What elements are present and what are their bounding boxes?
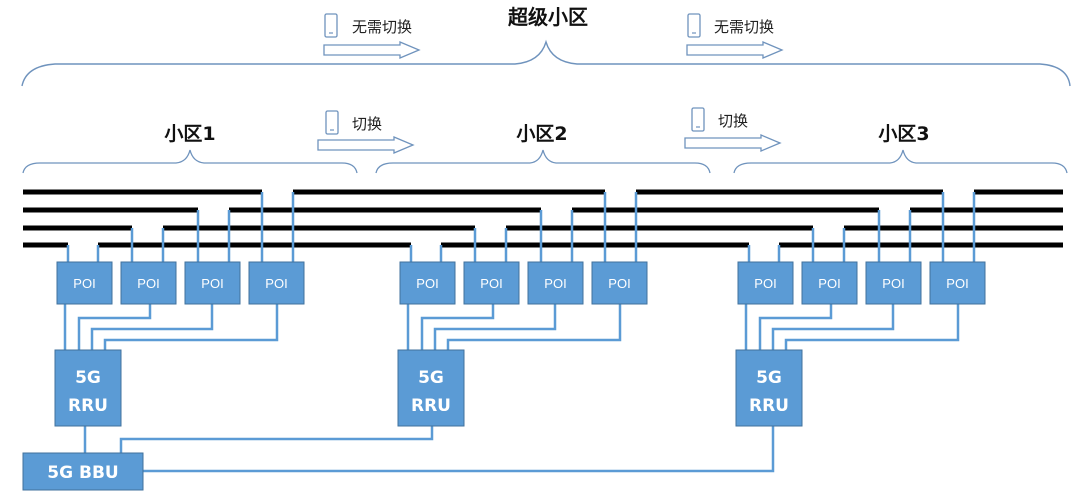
rru-box-rect xyxy=(397,349,465,427)
cell-2-title: 小区2 xyxy=(516,123,567,145)
poi-box-rect xyxy=(184,261,241,305)
poi-box-rect xyxy=(463,261,520,305)
links xyxy=(63,192,976,473)
poi-label: POI xyxy=(265,276,287,291)
poi-rru-link xyxy=(77,304,152,350)
poi-label: POI xyxy=(818,276,840,291)
poi-label: POI xyxy=(882,276,904,291)
rru-box: 5G RRU xyxy=(397,349,465,427)
rru-label-line2: RRU xyxy=(749,396,789,416)
super-cell-brace xyxy=(21,39,1071,87)
poi-rru-link xyxy=(433,304,557,350)
poi-box: POI xyxy=(120,261,177,305)
poi-label: POI xyxy=(946,276,968,291)
super-transition-1: 无需切换 xyxy=(323,13,421,59)
poi-box-rect xyxy=(801,261,858,305)
rru-box: 5G RRU xyxy=(735,349,803,427)
rru-label-line1: 5G xyxy=(75,368,101,388)
cell-3-title: 小区3 xyxy=(878,123,929,145)
phone-icon xyxy=(324,13,338,38)
transition-label: 无需切换 xyxy=(352,18,412,36)
bbu-box: 5G BBU xyxy=(22,452,144,491)
transition-label: 切换 xyxy=(718,112,748,130)
poi-box: POI xyxy=(248,261,305,305)
poi-box-rect xyxy=(56,261,113,305)
rru-box-rect xyxy=(735,349,803,427)
poi-box: POI xyxy=(56,261,113,305)
poi-box: POI xyxy=(591,261,648,305)
poi-label: POI xyxy=(137,276,159,291)
transition-label: 切换 xyxy=(352,115,382,133)
rru-bbu-link xyxy=(119,426,434,453)
cables xyxy=(23,189,1063,248)
poi-rru-link xyxy=(771,304,895,350)
poi-box-rect xyxy=(399,261,456,305)
poi-label: POI xyxy=(480,276,502,291)
super-cell-title: 超级小区 xyxy=(507,5,588,29)
phone-icon xyxy=(325,110,339,135)
poi-rru-link xyxy=(90,304,214,350)
poi-box-rect xyxy=(737,261,794,305)
poi-box: POI xyxy=(184,261,241,305)
cell-transition-2: 切换 xyxy=(684,107,782,152)
arrow-right-icon xyxy=(686,41,784,59)
transition-label: 无需切换 xyxy=(714,18,774,36)
cell-3-brace xyxy=(733,149,1068,174)
poi-box: POI xyxy=(801,261,858,305)
poi-label: POI xyxy=(201,276,223,291)
cell-1-title: 小区1 xyxy=(164,123,215,145)
rru-box-rect xyxy=(54,349,122,427)
poi-box-rect xyxy=(591,261,648,305)
arrow-right-icon xyxy=(317,136,415,154)
arrow-right-icon xyxy=(684,134,782,152)
poi-box-rect xyxy=(527,261,584,305)
poi-label: POI xyxy=(73,276,95,291)
poi-label: POI xyxy=(416,276,438,291)
poi-box-rect xyxy=(120,261,177,305)
poi-rru-link xyxy=(420,304,495,350)
poi-label: POI xyxy=(754,276,776,291)
phone-icon xyxy=(691,107,705,132)
cell-transition-1: 切换 xyxy=(317,110,415,154)
rru-label-line1: 5G xyxy=(756,368,782,388)
arrow-right-icon xyxy=(323,41,421,59)
rru-label-line2: RRU xyxy=(68,396,108,416)
poi-box-rect xyxy=(248,261,305,305)
poi-rru-link xyxy=(784,304,960,350)
poi-box: POI xyxy=(929,261,986,305)
poi-box: POI xyxy=(865,261,922,305)
poi-rru-link xyxy=(446,304,622,350)
super-transition-2: 无需切换 xyxy=(686,13,784,59)
poi-box: POI xyxy=(737,261,794,305)
poi-rru-link xyxy=(758,304,833,350)
poi-rru-link xyxy=(103,304,279,350)
bbu-label: 5G BBU xyxy=(47,463,118,483)
rru-box: 5G RRU xyxy=(54,349,122,427)
cell-2-brace xyxy=(375,149,711,174)
cell-1-brace xyxy=(22,149,358,174)
poi-label: POI xyxy=(608,276,630,291)
poi-label: POI xyxy=(544,276,566,291)
poi-box: POI xyxy=(399,261,456,305)
poi-box: POI xyxy=(463,261,520,305)
boxes: POI POI POI POI 5G RRU POI POI POI POI 5G RRU POI POI… xyxy=(22,261,986,491)
rru-label-line1: 5G xyxy=(418,368,444,388)
phone-icon xyxy=(687,13,701,38)
poi-box-rect xyxy=(929,261,986,305)
rru-bbu-link xyxy=(143,426,775,473)
bbu-box-rect xyxy=(22,452,144,491)
poi-box-rect xyxy=(865,261,922,305)
rru-label-line2: RRU xyxy=(411,396,451,416)
poi-box: POI xyxy=(527,261,584,305)
